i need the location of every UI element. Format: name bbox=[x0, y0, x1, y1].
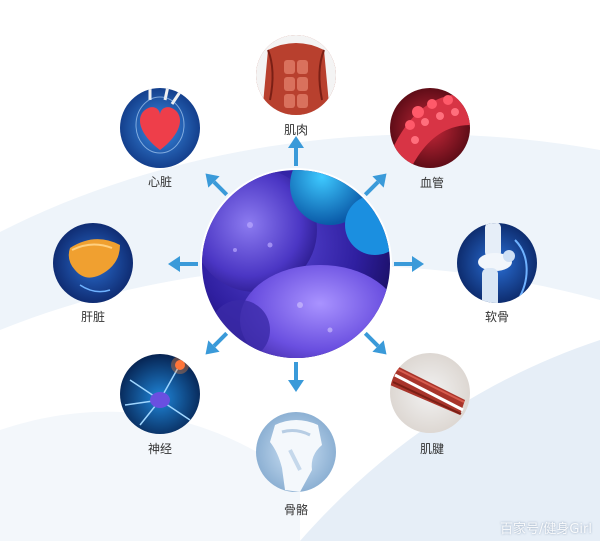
bone-icon bbox=[256, 412, 336, 492]
arrow-tendon-shaft bbox=[363, 331, 380, 348]
liver-icon bbox=[53, 223, 133, 303]
node-label-tendon: 肌腱 bbox=[419, 442, 445, 456]
node-label-vessel: 血管 bbox=[419, 176, 445, 190]
node-label-heart: 心脏 bbox=[147, 175, 173, 189]
arrow-vessel-shaft bbox=[363, 180, 380, 197]
cells-icon bbox=[200, 168, 392, 360]
arrow-muscle-head bbox=[288, 136, 304, 148]
heart-icon bbox=[120, 88, 200, 168]
muscle-icon bbox=[256, 35, 336, 115]
arrow-heart-shaft bbox=[212, 180, 229, 197]
arrow-group bbox=[168, 136, 424, 392]
node-label-nerve: 神经 bbox=[147, 442, 173, 456]
knee-joint-icon bbox=[457, 223, 537, 303]
neuron-icon bbox=[120, 354, 200, 434]
arrow-heart-head bbox=[205, 173, 220, 188]
arrow-liver-head bbox=[168, 256, 180, 272]
node-label-liver: 肝脏 bbox=[80, 310, 106, 324]
arrow-nerve-shaft bbox=[212, 331, 229, 348]
arrow-tendon-head bbox=[372, 340, 387, 355]
arrow-bone-head bbox=[288, 380, 304, 392]
tendon-icon bbox=[390, 353, 470, 433]
blood-vessel-icon bbox=[390, 88, 470, 168]
node-label-cartilage: 软骨 bbox=[484, 310, 510, 324]
watermark: 百家号/健身Girl bbox=[499, 522, 592, 537]
arrow-cartilage-head bbox=[412, 256, 424, 272]
node-label-muscle: 肌肉 bbox=[283, 123, 309, 137]
arrow-vessel-head bbox=[372, 173, 387, 188]
arrow-nerve-head bbox=[205, 340, 220, 355]
node-label-bone: 骨骼 bbox=[283, 503, 309, 517]
